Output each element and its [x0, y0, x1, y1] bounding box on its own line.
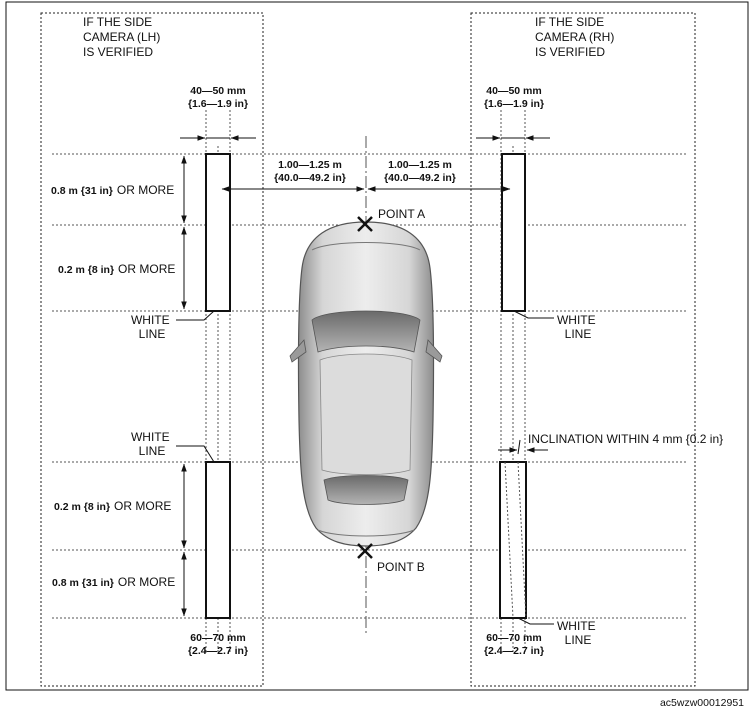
lh-camera-label: IF THE SIDE CAMERA (LH) IS VERIFIED: [83, 15, 164, 59]
rh-top-width-in: {1.6—1.9 in}: [484, 98, 544, 110]
lh-lateral-distance-m: 1.00—1.25 m: [278, 159, 342, 171]
rh-camera-label: IF THE SIDE CAMERA (RH) IS VERIFIED: [535, 15, 618, 59]
image-code: ac5wzw00012951: [660, 697, 744, 709]
rh-lateral-distance-m: 1.00—1.25 m: [388, 159, 452, 171]
lh-top-width-mm: 40—50 mm: [190, 85, 245, 97]
rh-lateral-distance-in: {40.0—49.2 in}: [384, 172, 456, 184]
rh-front-white-line: [501, 153, 526, 312]
rh-top-width-mm: 40—50 mm: [486, 85, 541, 97]
rh-bottom-width-in: {2.4—2.7 in}: [484, 645, 544, 657]
rh-front-white-line-label: WHITE LINE: [557, 313, 599, 341]
outer-border: [5, 1, 749, 691]
lh-bottom-width-mm: 60—70 mm: [190, 632, 245, 644]
lh-front-02-label: 0.2 m {8 in}OR MORE: [58, 262, 175, 276]
lh-front-white-line-label: WHITE LINE: [131, 313, 173, 341]
inclination-label: INCLINATION WITHIN 4 mm {0.2 in}: [528, 432, 723, 446]
rh-rear-white-line: [499, 461, 527, 619]
point-a-marker: [357, 216, 373, 232]
lh-front-08-label: 0.8 m {31 in}OR MORE: [51, 183, 174, 197]
lh-rear-08-label: 0.8 m {31 in}OR MORE: [52, 575, 175, 589]
point-b-marker: [357, 543, 373, 559]
rh-bottom-width-mm: 60—70 mm: [486, 632, 541, 644]
lh-top-width-in: {1.6—1.9 in}: [188, 98, 248, 110]
rh-rear-white-line-label: WHITE LINE: [557, 619, 599, 647]
lh-rear-white-line-label: WHITE LINE: [131, 430, 173, 458]
leader-lines: [176, 310, 554, 625]
lh-lateral-distance-in: {40.0—49.2 in}: [274, 172, 346, 184]
lh-rear-white-line: [205, 461, 231, 619]
lh-rear-02-label: 0.2 m {8 in}OR MORE: [54, 499, 171, 513]
lh-dashed-frame: [40, 12, 264, 687]
horizontal-reference-lines: [52, 153, 688, 619]
point-b-label: POINT B: [377, 560, 425, 574]
dimension-arrows: [180, 135, 550, 617]
point-a-label: POINT A: [378, 207, 425, 221]
lh-bottom-width-in: {2.4—2.7 in}: [188, 645, 248, 657]
lh-front-white-line: [205, 153, 231, 312]
rh-dashed-frame: [470, 12, 696, 687]
vehicle-top-view: [289, 221, 443, 547]
